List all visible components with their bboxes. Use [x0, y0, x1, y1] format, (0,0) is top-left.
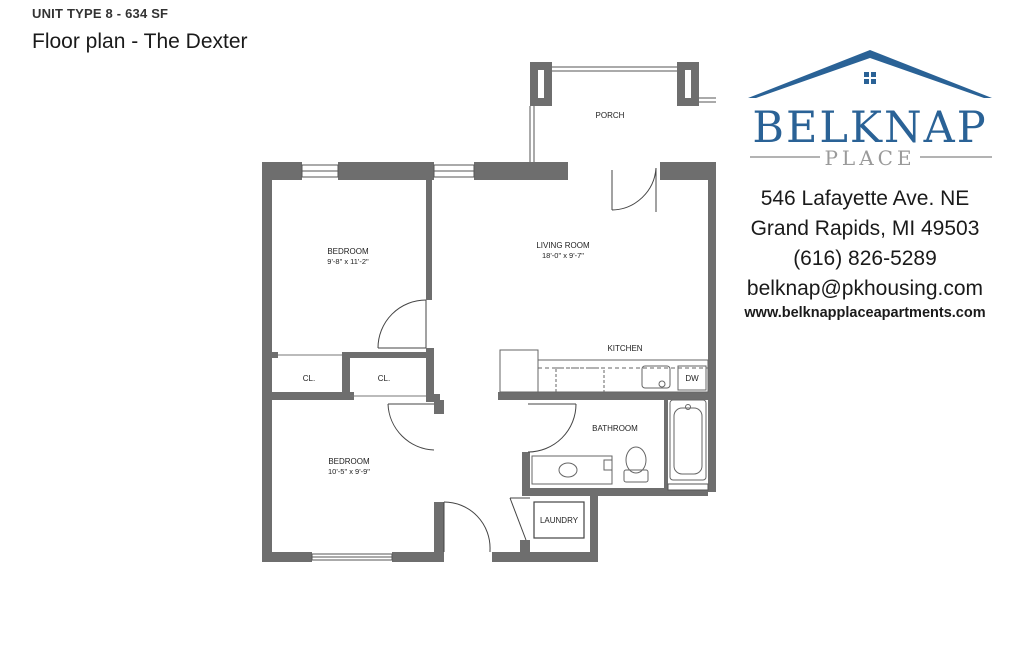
logo-roof-icon	[748, 50, 992, 98]
dishwasher	[677, 365, 707, 391]
kitchen-counter	[537, 359, 709, 393]
label-bedroom-1: BEDROOM	[327, 247, 369, 256]
kitchen-fixtures	[499, 349, 709, 393]
dims-living-room: 18'-0" x 9'-7"	[542, 251, 584, 260]
label-porch: PORCH	[596, 111, 625, 120]
dims-bedroom-2: 10'-5" x 9'-9"	[328, 467, 370, 476]
kitchen-sink	[641, 365, 671, 389]
contact-website[interactable]: www.belknapplaceapartments.com	[744, 305, 986, 321]
contact-info: 546 Lafayette Ave. NE Grand Rapids, MI 4…	[730, 184, 1000, 322]
logo-place-text: PLACE	[824, 146, 915, 170]
window-right-bath	[667, 483, 709, 491]
wall-top-right	[660, 162, 716, 180]
wall-bath-left	[522, 452, 530, 496]
windows	[301, 164, 709, 561]
walls	[262, 62, 716, 562]
vanity	[531, 455, 613, 485]
wall-closet-bottom	[272, 392, 354, 400]
logo-belknap-text: BELKNAP	[752, 103, 987, 153]
wall-right	[708, 162, 716, 492]
contact-city: Grand Rapids, MI 49503	[750, 217, 980, 240]
wall-closet-vertical	[426, 348, 434, 400]
contact-phone[interactable]: (616) 826-5289	[793, 247, 937, 270]
door-swings	[377, 167, 657, 552]
label-living-room: LIVING ROOM	[536, 241, 590, 250]
fridge	[499, 349, 539, 393]
label-laundry: LAUNDRY	[540, 516, 579, 525]
logo-window-icon	[864, 72, 876, 84]
label-dishwasher: DW	[685, 374, 699, 383]
wall-closet-mid-top	[342, 352, 430, 358]
porch-outline	[529, 66, 716, 162]
wall-bedroom-vertical	[426, 178, 432, 300]
label-closet-1: CL.	[303, 374, 315, 383]
wall-bath-bottom	[522, 488, 708, 496]
label-bathroom: BATHROOM	[592, 424, 638, 433]
wall-top-mid1	[338, 162, 434, 180]
wall-top-mid2	[474, 162, 568, 180]
wall-laundry-right	[590, 488, 598, 562]
range	[555, 367, 605, 393]
wall-bath-divider	[664, 396, 668, 488]
wall-closet-mid	[342, 352, 350, 398]
wall-bedroom2-right-lower	[434, 502, 444, 562]
wall-closet-bottom2	[426, 394, 440, 402]
wall-kitchen-bottom	[498, 392, 708, 400]
floor-plan-title: Floor plan - The Dexter	[32, 30, 248, 53]
wall-bedroom2-right	[434, 400, 444, 414]
label-bedroom-2: BEDROOM	[328, 457, 370, 466]
wall-left	[262, 162, 272, 562]
label-closet-2: CL.	[378, 374, 390, 383]
wall-bottom-right	[492, 552, 596, 562]
toilet	[625, 446, 647, 474]
wall-bottom-mid	[392, 552, 444, 562]
belknap-place-logo: BELKNAP PLACE	[748, 50, 992, 170]
dims-bedroom-1: 9'-8" x 11'-2"	[327, 257, 369, 266]
wall-closet-top	[272, 352, 278, 358]
bathroom-fixtures	[531, 399, 707, 485]
unit-type-label: UNIT TYPE 8 - 634 SF	[32, 6, 169, 21]
contact-email[interactable]: belknap@pkhousing.com	[746, 277, 984, 300]
wall-laundry-left	[520, 540, 530, 554]
wall-bottom-left	[262, 552, 312, 562]
label-kitchen: KITCHEN	[607, 344, 642, 353]
bathtub	[669, 399, 707, 481]
laundry-machine	[533, 501, 585, 539]
contact-address: 546 Lafayette Ave. NE	[760, 187, 970, 210]
